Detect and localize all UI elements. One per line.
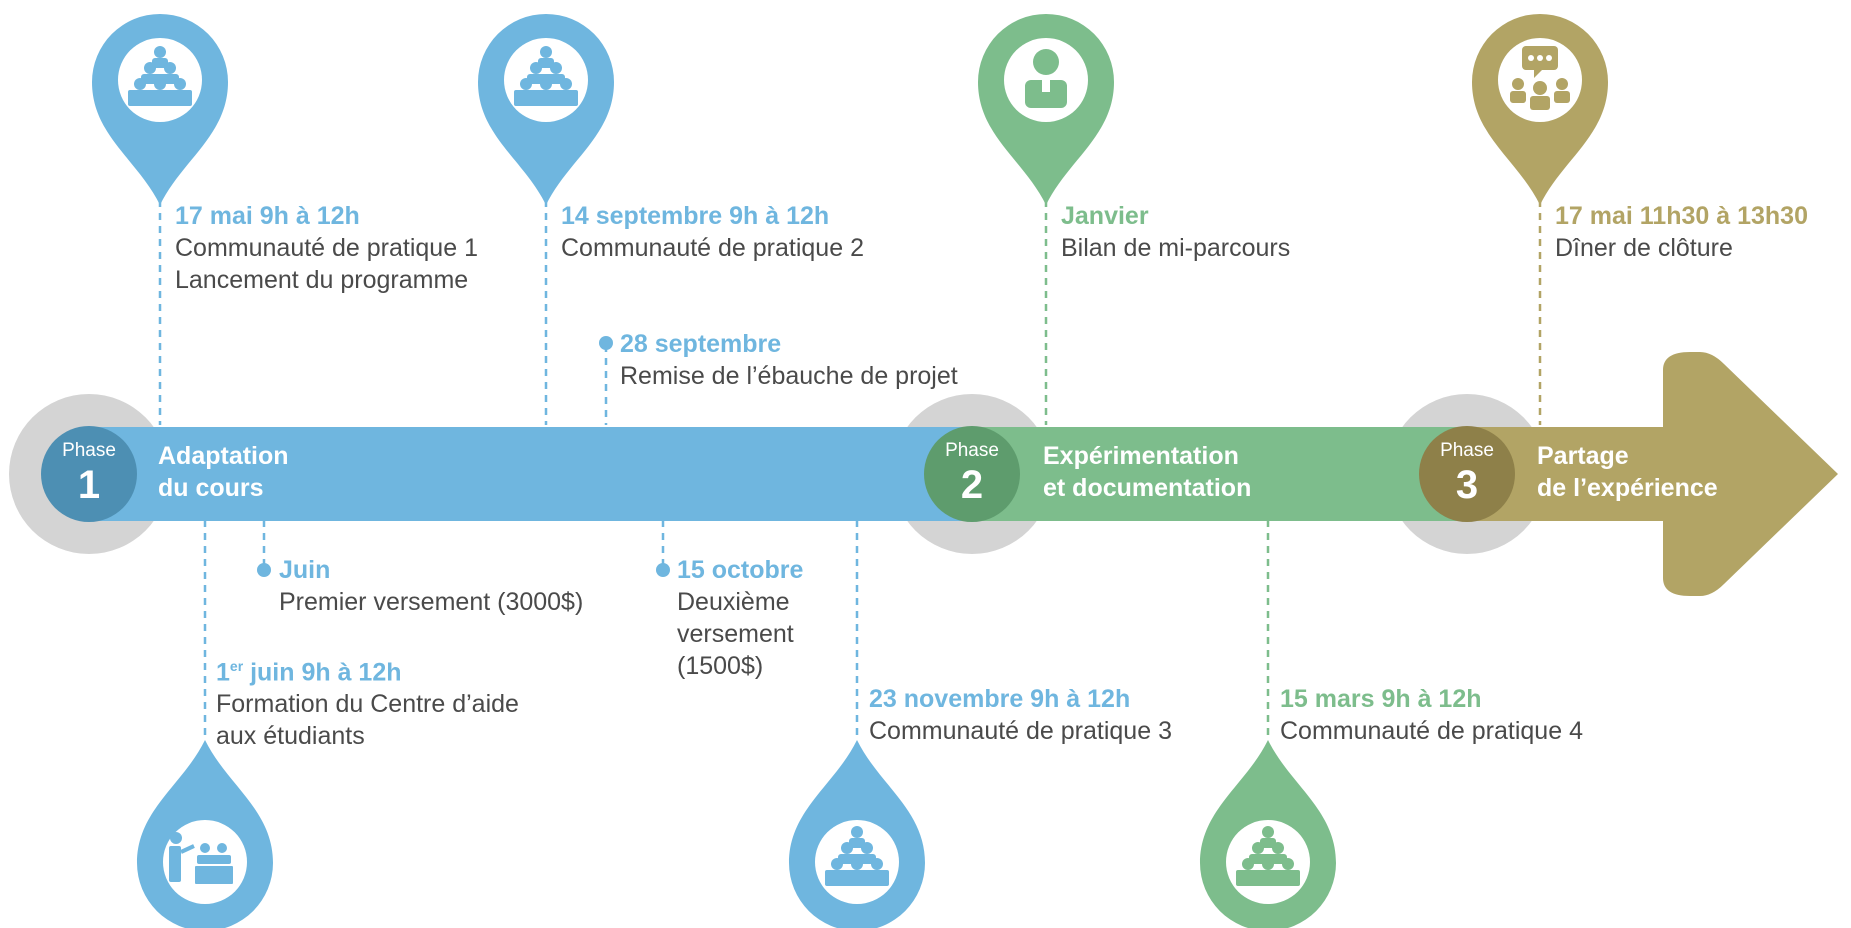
event-bottom-1: 1er juin 9h à 12h Formation du Centre d’… (216, 650, 519, 752)
milestone-date: Juin (279, 556, 331, 584)
phase-1-title-line1: Adaptation (158, 442, 289, 470)
event-text: Communauté de pratique 4 (1280, 717, 1583, 745)
event-date-day: 1 (216, 658, 230, 687)
milestone-date: 15 octobre (677, 556, 804, 584)
milestone-date: 28 septembre (620, 330, 782, 358)
pin-top-3 (978, 14, 1114, 205)
event-text: aux étudiants (216, 722, 365, 751)
milestone-1: 28 septembre Remise de l’ébauche de proj… (620, 328, 958, 392)
milestone-text: Premier versement (3000$) (279, 588, 584, 616)
phase-3-title: Partage de l’expérience (1537, 440, 1718, 504)
phase-2-title: Expérimentation et documentation (1043, 440, 1251, 504)
milestone-text: Remise de l’ébauche de projet (620, 362, 958, 390)
event-top-2: 14 septembre 9h à 12h Communauté de prat… (561, 200, 864, 264)
event-date: 14 septembre 9h à 12h (561, 202, 830, 230)
pin-bottom-2 (789, 740, 925, 928)
milestone-text: versement (677, 620, 794, 648)
phase-3-number: 3 (1455, 463, 1479, 507)
timeline-arrow-head (1663, 352, 1838, 596)
event-text: Bilan de mi-parcours (1061, 234, 1291, 262)
phase-3-circle (1419, 426, 1515, 522)
phase-1-word: Phase (62, 440, 116, 461)
phase-2-title-line1: Expérimentation (1043, 442, 1239, 470)
pin-top-4 (1472, 14, 1608, 205)
community-icon (1236, 826, 1300, 886)
community-icon (128, 46, 192, 106)
event-text: Formation du Centre d’aide (216, 690, 519, 719)
event-date: 17 mai 9h à 12h (175, 202, 360, 230)
event-text: Dîner de clôture (1555, 234, 1733, 262)
event-date-rest: juin 9h à 12h (243, 658, 402, 687)
milestone-dot (599, 336, 613, 350)
event-top-4: 17 mai 11h30 à 13h30 Dîner de clôture (1555, 200, 1808, 264)
event-bottom-2: 23 novembre 9h à 12h Communauté de prati… (869, 683, 1172, 747)
phase-1-number: 1 (77, 463, 101, 507)
event-text: Lancement du programme (175, 266, 469, 294)
milestone-dot (257, 563, 271, 577)
event-text: Communauté de pratique 1 (175, 234, 478, 262)
event-date: 15 mars 9h à 12h (1280, 685, 1482, 713)
milestone-dot (656, 563, 670, 577)
phase-3-title-line2: de l’expérience (1537, 474, 1718, 502)
pin-top-1 (92, 14, 228, 205)
event-text: Communauté de pratique 3 (869, 717, 1172, 745)
phase-2-word: Phase (945, 440, 999, 461)
phase-1-band (95, 427, 972, 521)
event-date: 1er juin 9h à 12h (216, 650, 519, 688)
event-date: 17 mai 11h30 à 13h30 (1555, 202, 1808, 230)
event-date: Janvier (1061, 202, 1149, 230)
phase-1-title: Adaptation du cours (158, 440, 289, 504)
pin-top-2 (478, 14, 614, 205)
phase-1-circle (41, 426, 137, 522)
phase-1-title-line2: du cours (158, 474, 264, 502)
milestone-text: (1500$) (677, 652, 764, 680)
person-icon (1025, 49, 1067, 108)
pin-bottom-1 (137, 740, 273, 928)
event-text: Communauté de pratique 2 (561, 234, 864, 262)
milestone-2: Juin Premier versement (3000$) (279, 554, 583, 618)
milestone-3: 15 octobre Deuxième versement (1500$) (677, 554, 803, 682)
event-date-sup: er (229, 658, 244, 674)
presenter-icon (169, 832, 233, 884)
milestone-text: Deuxième (677, 588, 790, 616)
community-icon (514, 46, 578, 106)
phase-3-title-line1: Partage (1537, 442, 1629, 470)
phase-2-circle (924, 426, 1020, 522)
event-date: 23 novembre 9h à 12h (869, 685, 1131, 713)
event-top-3: Janvier Bilan de mi-parcours (1061, 200, 1290, 264)
phase-2-band (972, 427, 1467, 521)
phase-2-title-line2: et documentation (1043, 474, 1252, 502)
community-icon (825, 826, 889, 886)
event-top-1: 17 mai 9h à 12h Communauté de pratique 1… (175, 200, 478, 296)
event-bottom-3: 15 mars 9h à 12h Communauté de pratique … (1280, 683, 1583, 747)
phase-2-number: 2 (960, 463, 984, 507)
pin-bottom-3 (1200, 740, 1336, 928)
chat-group-icon (1510, 46, 1570, 110)
phase-3-word: Phase (1440, 440, 1494, 461)
